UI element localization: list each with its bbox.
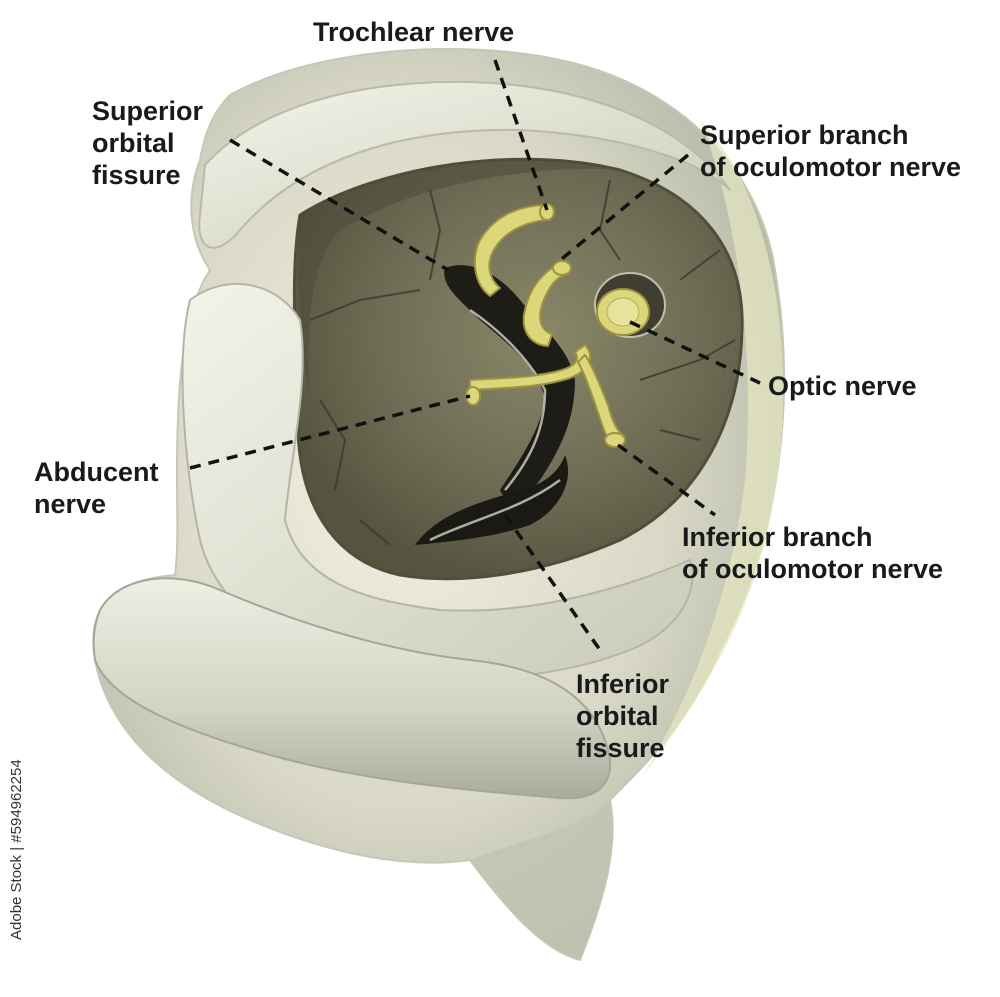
label-inferior-orbital-fissure: Inferior orbital fissure (576, 668, 669, 764)
label-optic-nerve: Optic nerve (768, 371, 917, 401)
label-line: Inferior (576, 669, 670, 699)
leader-inferior-orbital-fissure (503, 513, 602, 652)
label-superior-branch-oculomotor: Superior branch of oculomotor nerve (700, 119, 961, 183)
leader-lines (189, 59, 761, 652)
label-line: Inferior branch (682, 522, 873, 552)
bone-lower-shadow (470, 800, 611, 960)
label-line: nerve (34, 489, 107, 519)
inferior-orbital-fissure-shape (415, 455, 569, 545)
label-inferior-branch-oculomotor: Inferior branch of oculomotor nerve (682, 521, 943, 585)
label-line: of oculomotor nerve (700, 152, 962, 182)
abducent-nerve-shape (469, 344, 591, 391)
label-abducent-nerve: Abducent nerve (34, 456, 159, 520)
nerves (465, 203, 650, 448)
bone-tint (640, 120, 784, 780)
leader-superior-branch (556, 153, 690, 264)
label-line: of oculomotor nerve (682, 554, 944, 584)
label-line: orbital (92, 128, 175, 158)
superior-branch-oculomotor-shape (522, 261, 569, 347)
zygomatic-limb (92, 577, 612, 800)
label-line: Abducent (34, 457, 159, 487)
stock-id-watermark: Adobe Stock | #594962254 (8, 759, 25, 940)
label-line: orbital (576, 701, 659, 731)
label-trochlear-nerve: Trochlear nerve (313, 17, 515, 47)
label-line: Superior (92, 96, 204, 126)
label-line: fissure (576, 733, 665, 763)
leader-superior-orbital-fissure (229, 138, 449, 272)
trochlear-nerve-shape (473, 204, 549, 297)
label-line: fissure (92, 160, 181, 190)
leader-inferior-branch (616, 443, 717, 517)
superior-rim (198, 80, 731, 249)
leader-trochlear (493, 59, 549, 211)
label-line: Superior branch (700, 120, 909, 150)
leader-abducent (189, 394, 471, 470)
inferior-rim (181, 283, 694, 680)
label-superior-orbital-fissure: Superior orbital fissure (92, 95, 203, 191)
superior-orbital-fissure-shape (444, 265, 575, 499)
leader-optic (629, 320, 761, 385)
